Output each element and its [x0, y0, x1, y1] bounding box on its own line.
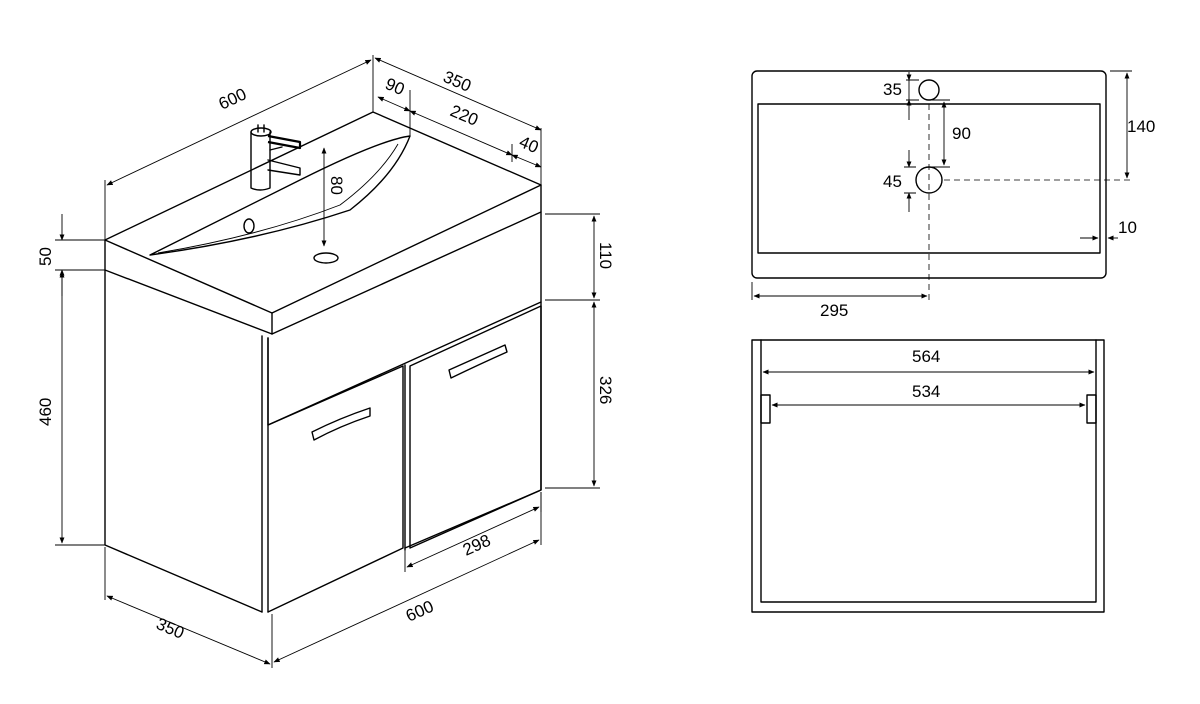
svg-text:460: 460: [36, 398, 55, 426]
svg-text:110: 110: [596, 242, 615, 269]
right-handle: [448, 344, 508, 379]
dim-drain-hole: 45: [883, 150, 916, 212]
svg-text:326: 326: [596, 376, 615, 404]
svg-text:534: 534: [912, 382, 940, 401]
countertop: [104, 111, 542, 335]
dim-inner-width: 534: [771, 382, 1086, 408]
dim-outer-width: 564: [762, 347, 1095, 375]
svg-text:40: 40: [516, 132, 541, 157]
svg-text:50: 50: [36, 247, 55, 266]
cabinet-isometric-view: 600 350 90 220 40 80 50: [36, 55, 615, 668]
svg-text:10: 10: [1118, 218, 1137, 237]
svg-text:600: 600: [403, 597, 437, 626]
svg-text:600: 600: [216, 84, 250, 113]
tap-hole-icon: [918, 79, 940, 101]
dim-door-width: 298: [404, 492, 542, 572]
front-view: 564 534: [751, 339, 1105, 613]
dim-basin-depth: 80: [321, 147, 346, 247]
dim-top-thickness: 50: [36, 214, 105, 296]
svg-text:80: 80: [327, 176, 346, 195]
svg-text:140: 140: [1127, 117, 1155, 136]
svg-text:350: 350: [153, 614, 187, 643]
dim-center-offset: 295: [751, 282, 928, 320]
plan-view: 35 90 45 140 10 29: [751, 70, 1155, 320]
svg-text:45: 45: [883, 172, 902, 191]
dim-plan-depth: 140: [1110, 70, 1155, 179]
left-handle: [311, 407, 371, 441]
svg-text:298: 298: [460, 531, 494, 560]
dim-door-height: 326: [545, 301, 615, 489]
dim-base-width: 600: [271, 492, 542, 668]
svg-text:90: 90: [952, 124, 971, 143]
dim-hole-spacing: 90: [932, 99, 971, 168]
svg-text:35: 35: [883, 80, 902, 99]
left-hinge: [760, 394, 771, 424]
dim-body-height: 460: [36, 271, 105, 546]
svg-text:90: 90: [382, 74, 407, 99]
dim-plan-wall: 10: [1080, 218, 1137, 241]
svg-text:350: 350: [440, 67, 474, 96]
dim-top-height: 110: [545, 213, 615, 301]
svg-text:295: 295: [820, 301, 848, 320]
right-hinge: [1086, 394, 1097, 424]
dim-top-width: 600: [104, 55, 374, 240]
tap-icon: [250, 124, 302, 191]
svg-text:564: 564: [912, 347, 940, 366]
svg-text:220: 220: [447, 101, 481, 130]
dim-tap-hole: 35: [883, 72, 919, 120]
